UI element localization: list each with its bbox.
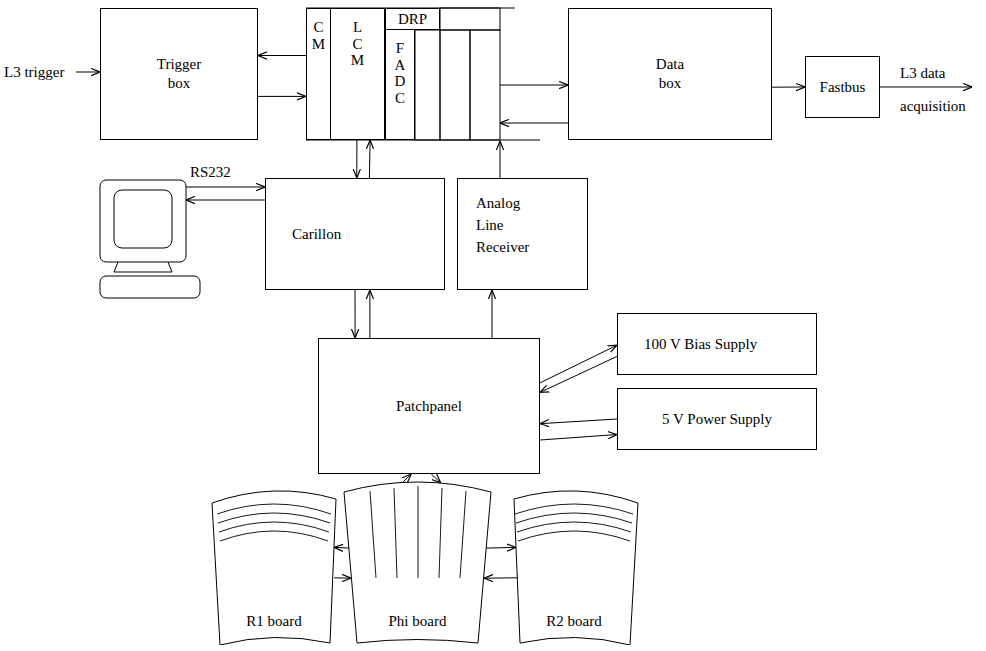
connector-arrow [540, 435, 617, 441]
node-text: Carillon [292, 225, 341, 244]
analog-link [500, 141, 501, 178]
input-arrow [76, 72, 100, 73]
data-link [500, 123, 568, 124]
process-box: Carillon [265, 178, 445, 290]
connector-arrow [334, 547, 349, 549]
connector-arrow [258, 96, 306, 97]
node-text: 100 V Bias Supply [644, 335, 757, 354]
node-text: R1 board [246, 612, 301, 631]
node-text: FADC [393, 40, 408, 106]
node-text: LCM [350, 19, 365, 69]
connector-arrow [356, 140, 357, 178]
power-box: 100 V Bias Supply [617, 313, 817, 375]
monitor-base [114, 262, 172, 272]
rs232-line [186, 200, 265, 201]
node-text: CM [311, 19, 326, 52]
crate-slot [440, 30, 470, 140]
node-text: Patchpanel [396, 397, 462, 416]
node-text: DRP [398, 10, 427, 29]
output-label: acquisition [900, 97, 966, 115]
detector-board: R2 board [508, 485, 640, 645]
process-box: Data box [568, 8, 772, 140]
connector-arrow [486, 547, 516, 549]
output-arrow [880, 87, 972, 88]
process-box: Analog Line Receiver [457, 178, 588, 290]
connector-arrow [369, 140, 371, 178]
connector-arrow [258, 55, 306, 56]
output-label: L3 data [900, 64, 945, 82]
connector-arrow [355, 290, 356, 338]
process-box: Fastbus [805, 56, 880, 118]
node-text: R2 board [546, 612, 601, 631]
crate-slot [415, 30, 440, 140]
connector-arrow [492, 290, 493, 338]
process-box: Trigger box [100, 8, 258, 140]
monitor [100, 180, 186, 262]
node-text: Fastbus [820, 78, 866, 97]
rs232-line [186, 187, 265, 188]
connector-arrow [484, 577, 517, 578]
detector-board: R1 board [210, 485, 338, 645]
crate-slot [470, 30, 500, 140]
crate-band: DRP [385, 8, 440, 30]
node-text: 5 V Power Supply [662, 410, 772, 429]
connector-arrow [540, 345, 617, 383]
power-box: 5 V Power Supply [617, 388, 817, 450]
monitor-screen [114, 190, 172, 248]
process-box: Patchpanel [318, 338, 540, 474]
node-text: Data box [645, 55, 695, 93]
crate-slot [440, 8, 500, 30]
crate-module: FADC [385, 29, 415, 140]
keyboard [100, 276, 200, 298]
detector-board: Phi board [340, 478, 495, 645]
connector-arrow [334, 577, 351, 578]
connector-arrow [540, 419, 617, 424]
data-link [500, 85, 568, 86]
connector-arrow [540, 356, 617, 392]
connector-arrow [772, 87, 805, 88]
node-text: Trigger box [144, 55, 214, 93]
interface-label: RS232 [190, 163, 231, 181]
crate-module: CM [306, 8, 331, 140]
node-text: Analog Line Receiver [476, 193, 546, 258]
crate-module: LCM [330, 8, 385, 140]
connector-arrow [431, 474, 441, 483]
connector-arrow [369, 290, 370, 338]
node-text: Phi board [389, 612, 447, 631]
signal-label: L3 trigger [4, 63, 64, 81]
